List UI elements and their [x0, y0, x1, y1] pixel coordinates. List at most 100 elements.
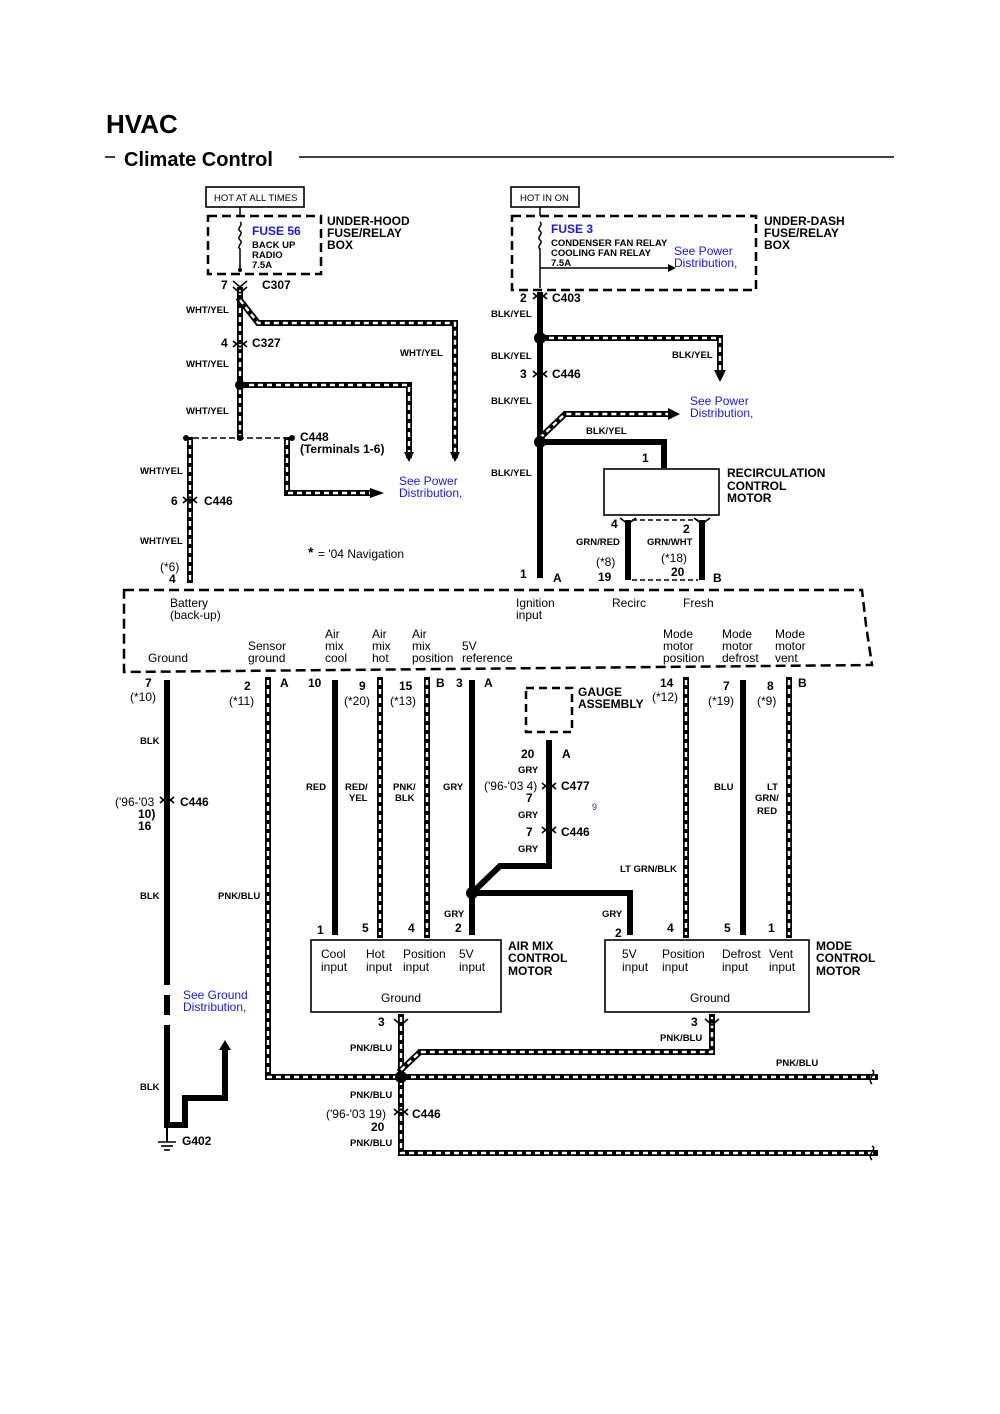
see-power-link-1b[interactable]: Distribution, [674, 256, 737, 270]
pin-9: 9 [359, 679, 366, 693]
fuse3-label: FUSE 3 [551, 222, 593, 236]
cu-ref-1: 5V [462, 639, 477, 653]
see-power-link-1[interactable]: See Power [674, 244, 733, 258]
airmix-label-2: CONTROL [508, 951, 567, 965]
pin-c327-4: 4 [221, 336, 228, 350]
cu-mpos-2: motor [663, 639, 694, 653]
pin-mm-4: 4 [667, 921, 674, 935]
pin-star-18: (*18) [661, 551, 687, 565]
wire-label: WHT/YEL [140, 536, 183, 547]
climate-control-unit-box [122, 588, 874, 674]
wire-label: GRY [518, 844, 539, 855]
cu-mdef-1: Mode [722, 627, 752, 641]
pin-20: 20 [671, 565, 685, 579]
pin-a-lower: A [280, 676, 289, 690]
g402-label: G402 [182, 1134, 212, 1148]
wire-label: WHT/YEL [186, 305, 229, 316]
gauge-label-2: ASSEMBLY [578, 697, 644, 711]
wire-label: PNK/ [393, 782, 416, 793]
wire-label: BLK/YEL [491, 468, 532, 479]
recirc-label-1: RECIRCULATION [727, 466, 825, 480]
wire-label: GRY [518, 765, 539, 776]
see-ground-link[interactable]: See Ground [183, 988, 248, 1002]
wire-label: WHT/YEL [186, 359, 229, 370]
wire-label: GRN/WHT [647, 537, 693, 548]
pin-c446-6: 6 [171, 494, 178, 508]
am-pos-1: Position [403, 947, 446, 961]
cu-recirc: Recirc [612, 596, 646, 610]
airmix-label-3: MOTOR [508, 964, 553, 978]
pin-c446-20: 20 [371, 1120, 385, 1134]
hot-at-all-times-box [205, 186, 305, 208]
cu-mvent-3: vent [775, 651, 798, 665]
pin-mm-1: 1 [768, 921, 775, 935]
mm-pos-2: input [662, 960, 689, 974]
wire-label: PNK/BLU [776, 1058, 818, 1069]
pin-b-lower: B [436, 676, 445, 690]
cu-sensor-1: Sensor [248, 639, 286, 653]
pin-am-1: 1 [317, 923, 324, 937]
cu-mvent-1: Mode [775, 627, 805, 641]
mm-vent-2: input [769, 960, 796, 974]
pin-c446-7: 7 [526, 825, 533, 839]
pin-star-11: (*11) [229, 694, 254, 708]
pin-yr-10: 10) [138, 807, 155, 821]
mode-label-3: MOTOR [816, 964, 861, 978]
gauge-assembly-box [524, 686, 574, 734]
see-power-link-3b[interactable]: Distribution, [690, 406, 753, 420]
pin-16: 16 [138, 819, 152, 833]
pin-mm-5: 5 [724, 921, 731, 935]
wire-label: GRN/ [755, 793, 779, 804]
hot-in-on-box [510, 186, 580, 208]
pin-mm-ground-3: 3 [691, 1015, 698, 1029]
pin-connector-b: B [713, 571, 722, 585]
see-ground-link-b[interactable]: Distribution, [183, 1000, 246, 1014]
wire-label: BLK [395, 793, 415, 804]
pin-14: 14 [660, 676, 674, 690]
air-mix-motor-box [310, 939, 502, 1013]
pin-mm-2: 2 [615, 926, 622, 940]
nav-note-star: * [308, 544, 314, 560]
wire-label: WHT/YEL [400, 348, 443, 359]
ground-symbol-g402 [158, 1128, 176, 1151]
recirc-label-3: MOTOR [727, 491, 772, 505]
pin-gauge-a: A [562, 747, 571, 761]
mm-5v-2: input [622, 960, 649, 974]
see-power-link-2b[interactable]: Distribution, [399, 486, 462, 500]
pin-star-12: (*12) [652, 690, 678, 704]
pin-c307-7: 7 [221, 278, 228, 292]
wire-label: WHT/YEL [186, 406, 229, 417]
pin-c446-3: 3 [520, 367, 527, 381]
cu-cool-1: Air [325, 627, 340, 641]
pin-star-19: (*19) [708, 694, 734, 708]
pin-c403-2: 2 [520, 291, 527, 305]
connector-c403: C403 [552, 291, 581, 305]
see-power-link-2[interactable]: See Power [399, 474, 458, 488]
cu-pos-3: position [412, 651, 453, 665]
mm-vent-1: Vent [769, 947, 794, 961]
wire-label: RED [757, 806, 777, 817]
pin-star-10: (*10) [130, 690, 156, 704]
pin-yr-4: ('96-'03 4) [484, 779, 537, 793]
under-hood-fuse-box [206, 214, 323, 276]
cu-ignition-1: Ignition [516, 596, 555, 610]
recirc-wires [619, 517, 711, 581]
uh-box-label-3: BOX [327, 238, 353, 252]
cu-hot-3: hot [372, 651, 389, 665]
see-power-link-3[interactable]: See Power [690, 394, 749, 408]
cu-battery-2: (back-up) [170, 608, 221, 622]
pin-connector-a: A [553, 571, 562, 585]
cu-ground: Ground [148, 651, 188, 665]
cu-cool-2: mix [325, 639, 344, 653]
pin-ground-7: 7 [145, 676, 152, 690]
page-title: HVAC [106, 109, 178, 139]
ud-box-label-2: FUSE/RELAY [764, 226, 839, 240]
am-ground: Ground [381, 991, 421, 1005]
fuse3-desc-3: 7.5A [551, 258, 571, 269]
am-hot-2: input [366, 960, 393, 974]
lower-wiring [158, 677, 878, 1156]
am-cool-1: Cool [321, 947, 346, 961]
pin-b-lower-2: B [798, 676, 807, 690]
cu-ignition-2: input [516, 608, 543, 622]
